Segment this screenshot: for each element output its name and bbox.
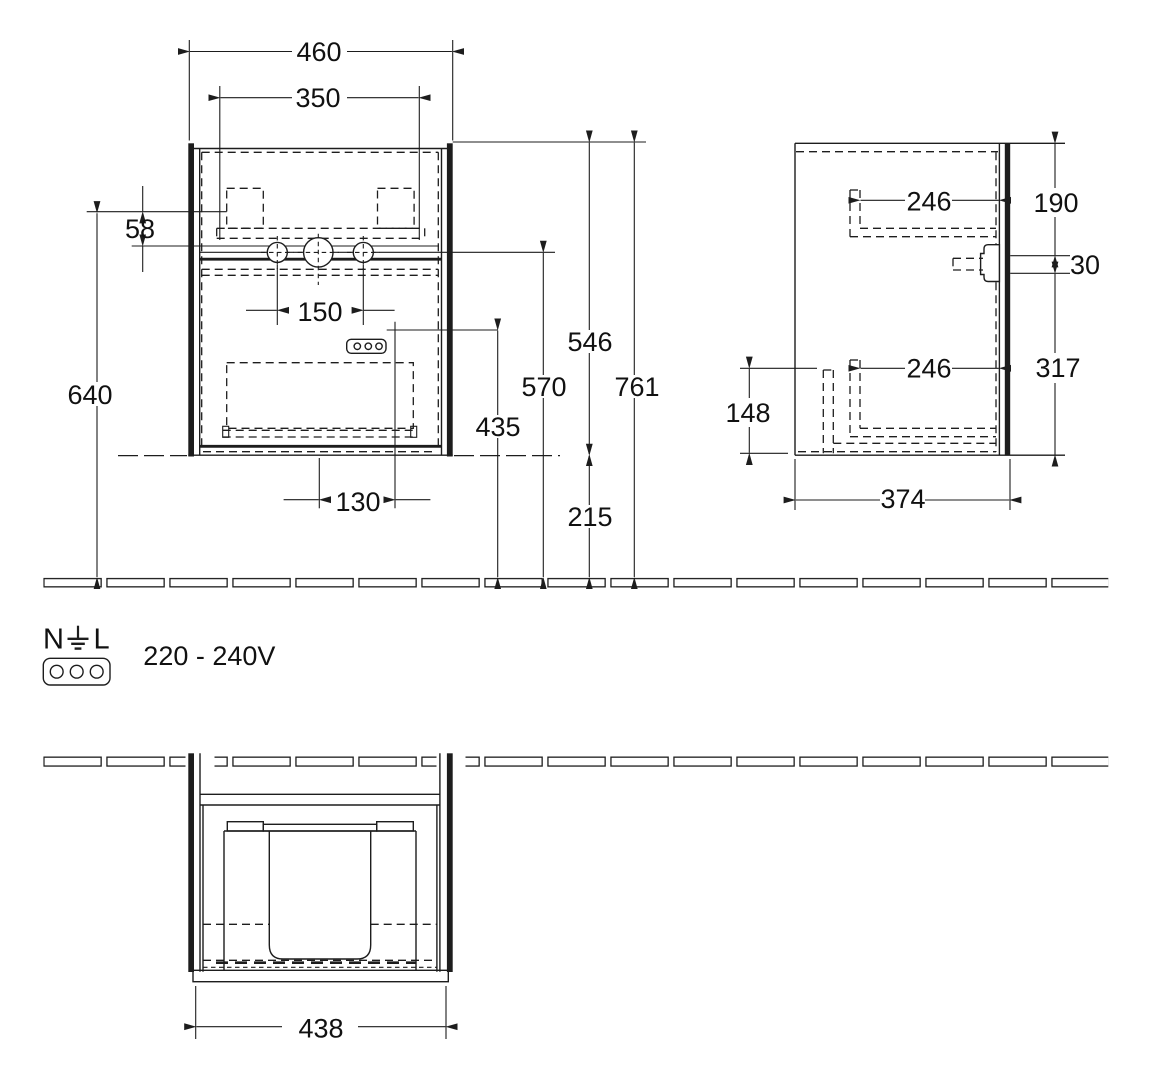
drawer-outline [226,362,414,429]
dim-height-to-bracket: 640 [67,380,112,410]
dim-cabinet-height: 546 [567,327,612,357]
dim-clearance: 215 [567,502,612,532]
earth-icon [67,625,89,650]
side-view [740,131,1070,510]
plan-view [184,753,458,1039]
dim-side-bottom-section: 317 [1035,353,1080,383]
socket-icon [346,338,387,354]
wall-bracket [979,244,1001,283]
dim-front-inner-width: 350 [295,83,340,113]
plan-right-panel [446,753,453,972]
socket-plug-icon [42,657,111,686]
dim-side-top-section: 190 [1033,188,1078,218]
dim-bracket-drop: 58 [125,214,155,244]
dim-countertop-height: 570 [521,372,566,402]
dim-total-height: 761 [614,372,659,402]
dim-socket-height: 435 [475,412,520,442]
dim-plan-width: 438 [298,1014,343,1044]
front-view [86,40,646,590]
dim-front-width: 460 [296,37,341,67]
faucet-holes [261,233,380,285]
dim-socket-offset: 130 [335,487,380,517]
front-left-panel [188,143,194,457]
label-line: L [94,624,110,656]
dim-tap-spacing: 150 [297,297,342,327]
floor-line [43,577,1109,588]
side-back-panel [1004,143,1011,456]
right-bracket [376,187,415,229]
label-voltage: 220 - 240V [143,641,275,671]
front-right-panel [446,143,453,457]
dim-side-rail: 30 [1070,250,1100,280]
left-bracket [226,187,264,229]
sink-bowl [268,831,372,960]
wall-line [43,754,1109,769]
dim-side-top-runner: 246 [906,186,951,216]
dim-side-depth: 374 [880,484,925,514]
plan-left-panel [188,753,194,972]
dim-side-bottom-runner: 246 [906,354,951,384]
dim-side-bracket-height: 148 [725,398,770,428]
label-neutral: N [43,624,64,656]
power-connection [42,625,111,686]
